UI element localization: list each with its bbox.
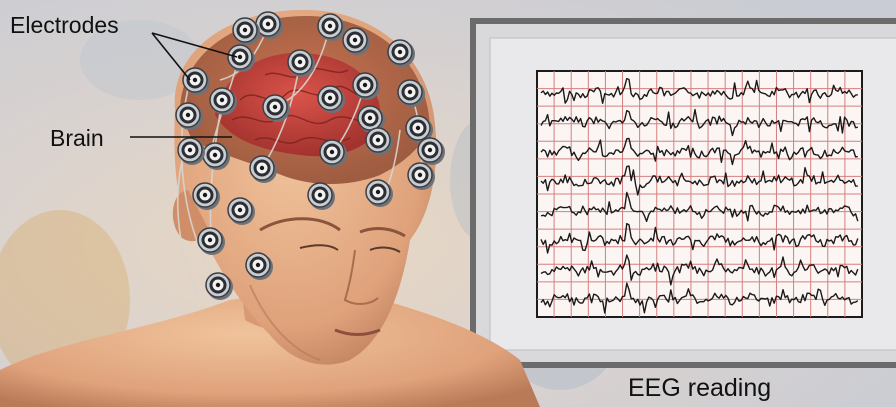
eeg-chart	[537, 71, 862, 317]
electrodes-label: Electrodes	[10, 12, 119, 39]
eeg-reading-label: EEG reading	[628, 374, 771, 403]
brain-label: Brain	[50, 125, 104, 152]
